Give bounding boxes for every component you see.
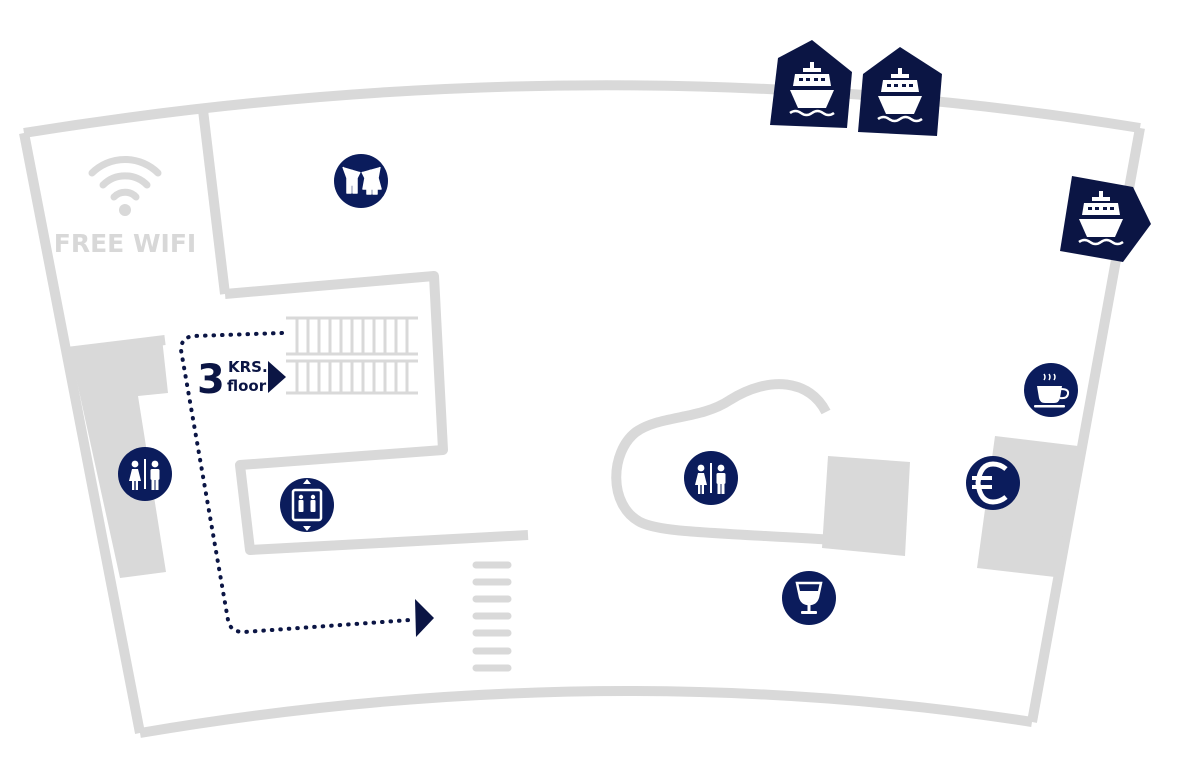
outer-wall-bottom	[139, 686, 1033, 738]
stair-treads-upper	[295, 318, 409, 354]
restroom-island-wall	[611, 379, 836, 545]
elevator-icon[interactable]	[280, 478, 334, 532]
wifi-icon	[88, 156, 162, 201]
center-service-block	[822, 456, 910, 556]
direction-arrow-icon	[415, 599, 434, 637]
outer-wall-left	[19, 132, 145, 734]
bar-icon[interactable]	[782, 571, 836, 625]
escalator-stairs	[286, 316, 418, 395]
wifi-icon-dot	[119, 204, 131, 216]
currency-exchange-icon[interactable]	[966, 456, 1020, 510]
restroom-icon[interactable]	[118, 447, 172, 501]
wifi-label: FREE WIFI	[54, 229, 196, 258]
stair-treads-lower	[295, 361, 409, 393]
left-restroom-block	[70, 338, 168, 578]
stairs-icon	[472, 561, 512, 672]
floor-english-label: floor	[227, 377, 267, 395]
ship-gate-icon[interactable]	[1060, 176, 1151, 262]
floor-number: 3	[197, 357, 225, 403]
route-path	[178, 331, 412, 635]
restroom-icon[interactable]	[684, 451, 738, 505]
ship-gate-icon[interactable]	[770, 40, 852, 128]
stair-core-wall	[224, 271, 529, 555]
cafe-icon[interactable]	[1024, 363, 1078, 417]
wifi-room-wall	[198, 109, 230, 295]
kids-area-icon[interactable]	[334, 154, 388, 208]
floor-native-label: KRS.	[228, 358, 268, 376]
ship-gate-icon[interactable]	[858, 47, 942, 136]
outer-wall-top	[23, 80, 1141, 138]
floor-arrow-icon	[268, 361, 286, 393]
